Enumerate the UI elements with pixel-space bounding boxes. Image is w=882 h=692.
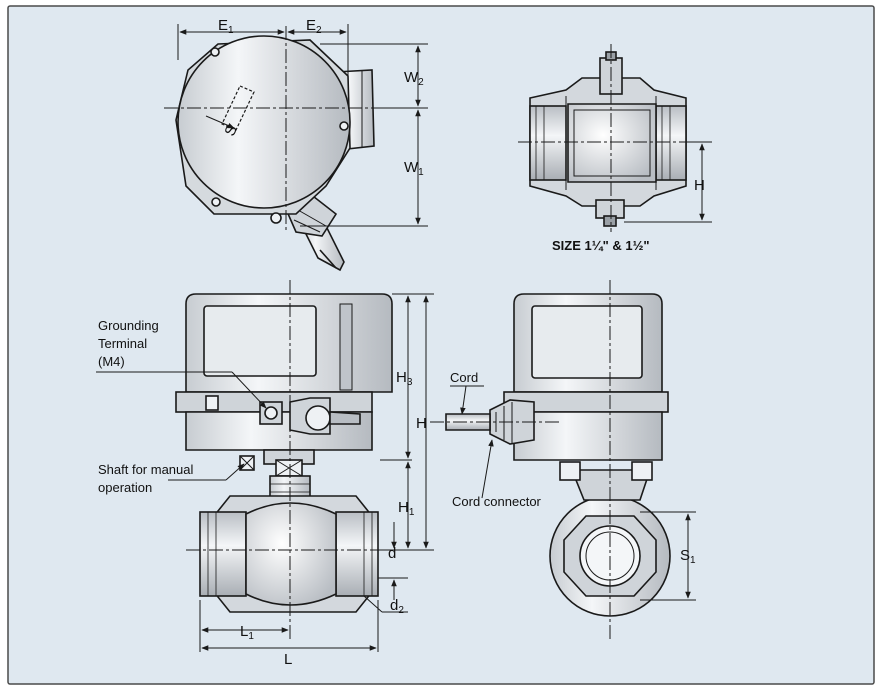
- svg-text:W1: W1: [404, 159, 424, 178]
- label-w1-sub: 1: [418, 167, 424, 178]
- label-l1: L: [240, 623, 248, 640]
- top-view-dimensions: [164, 24, 428, 232]
- label-h1: H: [398, 499, 409, 516]
- section-dimensions: [518, 44, 712, 232]
- valve-section-view: [529, 51, 687, 227]
- side-elevation-dimensions: [430, 280, 696, 640]
- label-e1: E: [218, 17, 228, 34]
- label-h3: H: [396, 369, 407, 386]
- label-s1: S: [680, 547, 690, 564]
- size-caption: SIZE 1¼" & 1½": [552, 238, 650, 253]
- svg-text:S1: S1: [680, 547, 696, 566]
- label-s1-sub: 1: [690, 555, 696, 566]
- label-w2-sub: 2: [418, 77, 424, 88]
- label-d: d: [388, 545, 396, 562]
- label-w2: W: [404, 69, 419, 86]
- shaft-label-line1: Shaft for manual: [98, 462, 193, 477]
- shaft-label-line2: operation: [98, 480, 152, 495]
- label-h-mid: H: [416, 415, 427, 432]
- label-h1-sub: 1: [409, 507, 415, 518]
- label-e2-sub: 2: [316, 25, 322, 36]
- front-elevation-dimensions: [96, 280, 434, 652]
- label-h3-sub: 3: [407, 377, 413, 388]
- label-e2: E: [306, 17, 316, 34]
- svg-text:W2: W2: [404, 69, 424, 88]
- grounding-label-line2: Terminal: [98, 336, 147, 351]
- svg-text:d2: d2: [390, 597, 404, 616]
- svg-text:L1: L1: [240, 623, 254, 642]
- cord-label: Cord: [450, 370, 478, 385]
- svg-text:E1: E1: [218, 17, 234, 36]
- label-w1: W: [404, 159, 419, 176]
- grounding-label-line1: Grounding: [98, 318, 159, 333]
- label-l: L: [284, 651, 292, 668]
- label-d2: d: [390, 597, 398, 614]
- svg-text:H3: H3: [396, 369, 413, 388]
- actuator-top-view: [175, 35, 375, 272]
- cord-connector-label: Cord connector: [452, 494, 542, 509]
- label-e1-sub: 1: [228, 25, 234, 36]
- dimension-labels: E1 E2 W2 W1 S H SIZE 1¼" & 1½" Grounding…: [98, 17, 705, 668]
- svg-text:H1: H1: [398, 499, 415, 518]
- label-d2-sub: 2: [398, 605, 404, 616]
- label-l1-sub: 1: [248, 631, 254, 642]
- svg-text:E2: E2: [306, 17, 322, 36]
- grounding-label-line3: (M4): [98, 354, 125, 369]
- label-h-right: H: [694, 177, 705, 194]
